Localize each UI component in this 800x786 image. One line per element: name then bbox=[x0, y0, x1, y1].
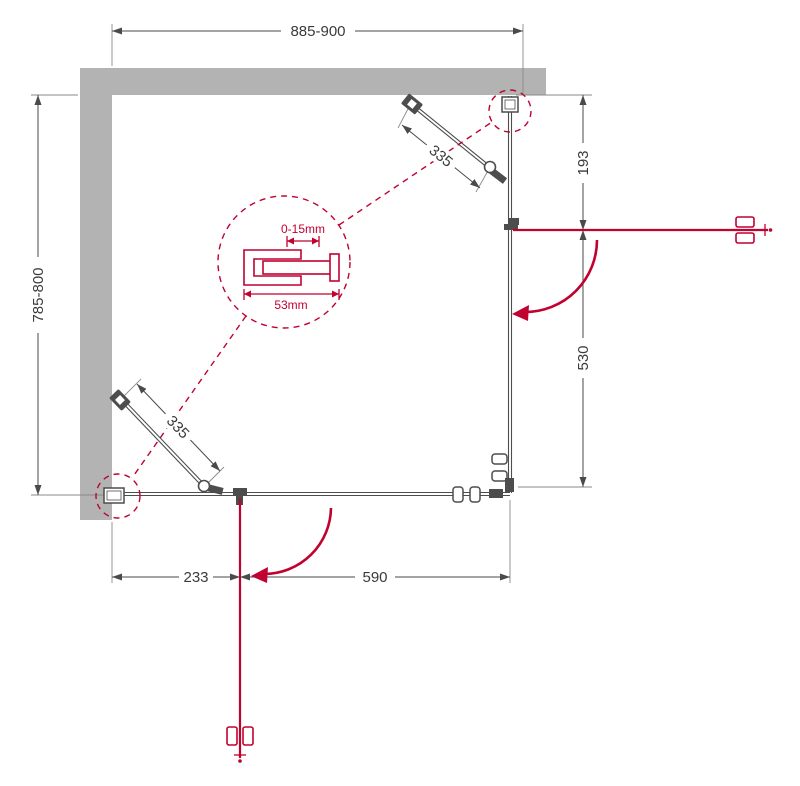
label-top-width: 885-900 bbox=[281, 21, 355, 41]
bottom-pivot-block bbox=[233, 488, 247, 495]
ext-line bbox=[121, 378, 142, 399]
dim-text-right-lower: 530 bbox=[575, 345, 592, 370]
right-swing-arrowhead bbox=[512, 305, 529, 321]
callout-circle-bottom bbox=[95, 473, 141, 519]
magnet-profile-horizontal bbox=[489, 489, 503, 498]
upper-door-glass-a bbox=[408, 103, 489, 169]
right-door-end-dot bbox=[768, 228, 773, 232]
right-door-knob-2 bbox=[491, 470, 508, 482]
ext-line bbox=[475, 168, 490, 193]
left-wall bbox=[80, 68, 112, 520]
bracket-slot bbox=[115, 395, 125, 405]
top-wall bbox=[80, 68, 546, 95]
leader-to-bottom-profile bbox=[131, 315, 247, 479]
wall-profile-bottom bbox=[103, 487, 125, 504]
detail-adjust-dim bbox=[286, 236, 320, 247]
hardware bbox=[103, 93, 519, 505]
wall-profile-top-inner bbox=[504, 99, 516, 110]
glass-panels bbox=[113, 96, 513, 497]
detail-circle bbox=[217, 195, 351, 329]
label-bg bbox=[179, 567, 213, 587]
right-door-knob-1 bbox=[491, 453, 508, 465]
bottom-swing-arrow bbox=[263, 507, 333, 576]
outer-channel bbox=[243, 249, 302, 286]
width-arrow-right bbox=[332, 290, 339, 298]
bottom-door-knob-1 bbox=[452, 486, 464, 503]
upper-wall-bracket bbox=[401, 93, 423, 115]
dim-text-left-depth: 785-800 bbox=[30, 267, 47, 322]
label-bg bbox=[28, 257, 48, 333]
dim-text-bottom-right: 590 bbox=[362, 569, 387, 586]
right-door-handle-knob-b bbox=[735, 232, 755, 244]
label-bg bbox=[573, 143, 593, 183]
label-right-lower: 530 bbox=[573, 338, 593, 378]
right-swing-arrow bbox=[524, 239, 599, 314]
label-bg bbox=[355, 567, 395, 587]
bottom-door-knob-2 bbox=[469, 486, 481, 503]
label-bottom-left: 233 bbox=[179, 567, 213, 587]
range-arrow-left bbox=[287, 237, 294, 245]
open-doors bbox=[226, 216, 773, 763]
label-bg bbox=[281, 21, 355, 41]
detail-width-label: 53mm bbox=[274, 298, 307, 312]
lower-door-glass-a bbox=[121, 397, 206, 486]
lower-hinge-pivot bbox=[197, 479, 211, 493]
label-bg bbox=[573, 338, 593, 378]
wall-profile-top bbox=[501, 96, 519, 113]
bottom-swing-arrowhead bbox=[251, 567, 268, 583]
swing-arrows bbox=[251, 239, 599, 583]
label-door-upper: 335 bbox=[421, 137, 461, 175]
bottom-door-end-dot bbox=[238, 759, 242, 763]
lower-door-glass-b bbox=[119, 399, 204, 488]
detail-width-dim bbox=[243, 289, 340, 300]
profile-section bbox=[243, 249, 340, 286]
dim-text-top-width: 885-900 bbox=[290, 23, 345, 40]
lower-wall-bracket bbox=[109, 389, 131, 411]
bottom-door-handle-knob-b bbox=[242, 726, 254, 746]
inner-tongue bbox=[262, 260, 334, 275]
dimension-labels: 885-900 785-800 193 530 335 335 233 590 bbox=[28, 21, 593, 587]
label-bg bbox=[159, 407, 197, 447]
right-pivot-plate bbox=[509, 218, 519, 225]
dim-bottom bbox=[111, 500, 511, 583]
range-arrow-right bbox=[312, 237, 319, 245]
tongue-end-cap bbox=[329, 253, 340, 282]
bottom-door-handle-knob-a bbox=[226, 726, 238, 746]
wall-profile-bottom-inner bbox=[106, 490, 122, 501]
detail-callout: 0-15mm 53mm bbox=[95, 89, 532, 519]
upper-door-glass-b bbox=[410, 101, 491, 167]
callout-circle-top bbox=[488, 89, 532, 133]
dim-text-bottom-left: 233 bbox=[183, 569, 208, 586]
detail-adjust-label: 0-15mm bbox=[281, 222, 325, 236]
label-left-depth: 785-800 bbox=[28, 257, 48, 333]
magnet-profile-vertical bbox=[505, 478, 514, 492]
walls bbox=[80, 68, 546, 520]
bracket-slot bbox=[407, 99, 417, 109]
bottom-door-open bbox=[226, 499, 254, 763]
right-door-handle-knob-a bbox=[735, 216, 755, 228]
leader-to-top-profile bbox=[338, 121, 493, 226]
right-pivot-block bbox=[504, 224, 518, 230]
dim-text-right-upper: 193 bbox=[575, 150, 592, 175]
upper-hinge-pivot bbox=[483, 160, 497, 174]
label-bg bbox=[421, 137, 461, 175]
label-bottom-right: 590 bbox=[355, 567, 395, 587]
right-door-open bbox=[513, 216, 773, 244]
width-arrow-left bbox=[244, 290, 251, 298]
label-right-upper: 193 bbox=[573, 143, 593, 183]
